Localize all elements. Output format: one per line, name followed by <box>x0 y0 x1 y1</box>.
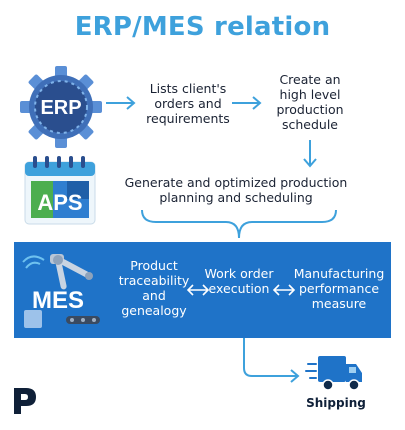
step-aps-generate: Generate and optimized production planni… <box>124 175 348 205</box>
arrow-create-down <box>303 140 317 168</box>
erp-label: ERP <box>40 97 81 119</box>
p-logo-icon <box>14 388 36 414</box>
mes-robot-arm-icon: MES <box>22 254 100 328</box>
mes-traceability: Product traceability and genealogy <box>118 258 190 318</box>
double-arrow-left <box>186 284 210 296</box>
step-erp-lists: Lists client's orders and requirements <box>146 81 230 126</box>
double-arrow-right <box>272 284 296 296</box>
arrow-lists-to-create <box>232 96 262 110</box>
arrow-to-shipping <box>243 338 300 383</box>
mes-label: MES <box>32 287 84 314</box>
erp-gear-icon: ERP <box>20 66 102 148</box>
delivery-truck-icon <box>305 356 362 391</box>
aps-label: APS <box>37 190 82 215</box>
arrow-erp-to-lists <box>106 96 136 110</box>
step-create-schedule: Create an high level production schedule <box>276 72 344 132</box>
brace <box>141 209 337 239</box>
page-title: ERP/MES relation <box>74 12 331 42</box>
aps-calendar-icon: APS <box>24 156 96 225</box>
mes-work-order: Work order execution <box>204 266 274 296</box>
mes-performance: Manufacturing performance measure <box>293 266 385 311</box>
shipping-label: Shipping <box>306 396 366 410</box>
